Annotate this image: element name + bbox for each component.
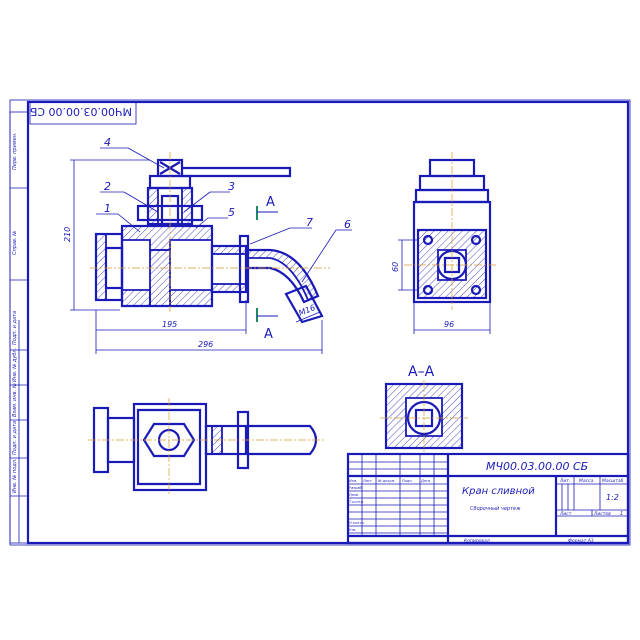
col-mass: Масса [579,478,594,484]
section-label-bottom: А [264,327,273,342]
side-view [398,152,498,334]
strip-label-6: Подп. и дата [12,421,18,455]
top-view [88,398,324,496]
position-5: 5 [228,206,235,219]
sheets-value: 1 [620,511,623,517]
col-lit: Лит. [559,478,570,484]
title-doc-type: Сборочный чертеж [470,506,521,512]
title-block [346,452,630,545]
strip-label-2: Справ. № [12,231,18,255]
strip-label-3: Подп. и дата [12,311,18,345]
title-code: МЧ00.03.00.00 СБ [486,460,588,473]
row-doc: № докум. [377,479,395,483]
scale-value: 1:2 [606,493,619,502]
sheets-label: Листов [593,511,611,517]
side-dim-height: 60 [391,262,400,272]
col-scale: Масштаб [602,478,624,484]
format-label: Формат А3 [568,538,594,544]
row-izm: Изм. [349,479,357,483]
position-1: 1 [104,202,111,215]
dim-thread: М16 [297,303,316,318]
row-list: Лист [362,479,373,483]
sheet-label: Лист [559,511,572,517]
rotated-code-box: МЧ00.03.00.00 СБ [29,101,137,125]
position-7: 7 [306,216,313,229]
strip-label-5: Взам. инв. № [12,383,18,417]
strip-label-7: Инв. № подл. [12,459,18,494]
dimension-lines [70,159,323,354]
position-3: 3 [228,180,235,193]
position-2: 2 [104,180,111,193]
position-leaders [96,147,352,283]
side-strip: Перв. примен. Справ. № Подп. и дата Инв.… [9,111,29,544]
section-view: А–А [380,364,468,452]
role-nkontr: Н.контр. [349,521,365,525]
copied-label: Копировал [464,538,490,544]
strip-label-1: Перв. примен. [12,132,18,170]
dim-length-1: 195 [162,320,177,329]
role-razrab: Разраб. [349,486,363,490]
strip-label-4: Инв. № дубл. [12,348,18,382]
role-utv: Утв. [349,528,356,532]
dim-length-2: 296 [198,340,213,349]
section-label-top: А [266,195,275,210]
rotated-code: МЧ00.03.00.00 СБ [30,105,132,118]
title-name: Кран сливной [462,486,535,497]
role-prov: Пров. [349,493,359,497]
side-dim-width: 96 [444,320,454,329]
section-title: А–А [408,364,435,380]
dim-height: 210 [63,227,72,242]
outer-frame [9,99,631,546]
role-tkontr: Т.контр. [349,500,364,504]
row-date: Дата [420,479,430,483]
row-sign: Подп. [402,479,413,483]
position-6: 6 [344,218,351,231]
main-view: А А 1 2 3 4 5 6 7 21 [63,136,352,354]
position-4: 4 [104,136,111,149]
